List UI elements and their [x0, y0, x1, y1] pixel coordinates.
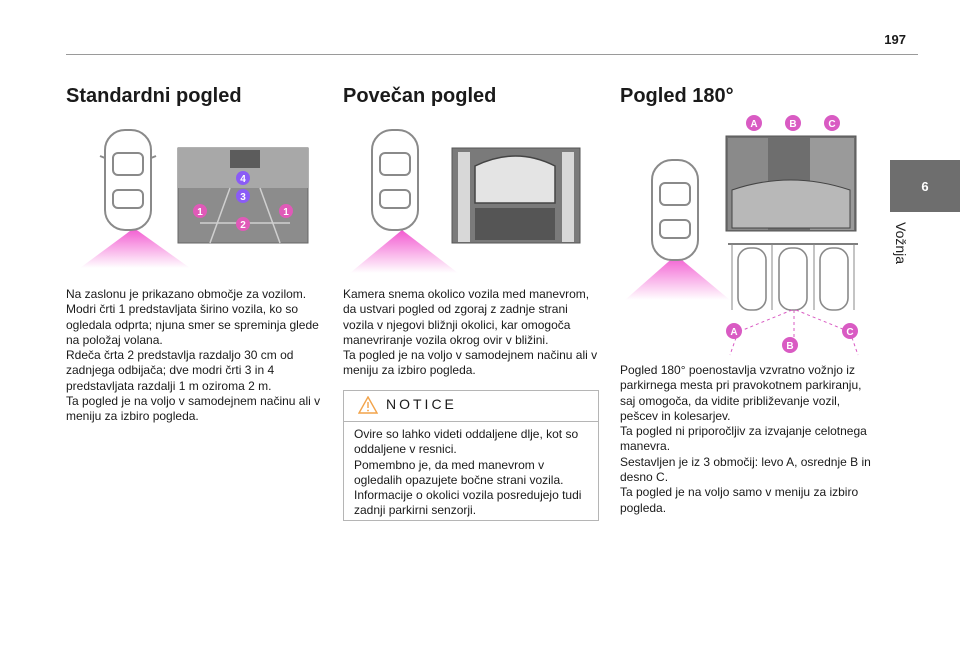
zone-marker-b-top: B [785, 115, 801, 131]
svg-text:2: 2 [240, 220, 246, 231]
parked-car-right-icon [819, 247, 849, 311]
chapter-title: Vožnja [893, 222, 909, 265]
standard-view-illustration: 4 3 1 1 2 [80, 129, 309, 268]
car-top-view-icon [651, 159, 699, 261]
width-marker-right: 1 [279, 204, 293, 218]
distance-marker-4: 4 [236, 171, 250, 185]
width-marker-left: 1 [193, 204, 207, 218]
svg-text:B: B [786, 341, 793, 352]
view180-text: Pogled 180° poenostavlja vzvratno vožnjo… [620, 363, 871, 515]
car-top-view-icon [99, 129, 157, 231]
svg-text:1: 1 [283, 207, 289, 218]
car-top-view-icon [371, 129, 419, 231]
notice-title: NOTICE [386, 396, 457, 412]
notice-box: NOTICE Ovire so lahko videti oddaljene d… [343, 390, 599, 521]
distance-marker-3: 3 [236, 189, 250, 203]
chapter-tab[interactable]: 6 [890, 160, 960, 212]
svg-text:C: C [846, 327, 853, 338]
svg-text:A: A [730, 327, 737, 338]
zone-marker-a-top: A [746, 115, 762, 131]
svg-text:3: 3 [240, 192, 246, 203]
parked-car-left-icon [737, 247, 767, 311]
standard-view-text: Na zaslonu je prikazano območje za vozil… [66, 287, 321, 424]
standard-view-title: Standardni pogled [66, 85, 242, 107]
parked-car-center-icon [778, 247, 808, 311]
svg-text:A: A [750, 119, 757, 130]
svg-text:4: 4 [240, 174, 246, 185]
notice-header: NOTICE [344, 391, 598, 422]
warning-triangle-icon [358, 396, 378, 414]
zone-marker-b-bottom: B [782, 337, 798, 353]
header-rule [66, 54, 918, 55]
zoom-view-illustration [350, 129, 581, 273]
svg-text:1: 1 [197, 207, 203, 218]
zone-marker-c-bottom: C [842, 323, 858, 339]
view180-title: Pogled 180° [620, 85, 734, 107]
distance-marker-2: 2 [236, 217, 250, 231]
notice-body: Ovire so lahko videti oddaljene dlje, ko… [354, 427, 582, 518]
view180-illustration: A B C A B C [625, 115, 859, 356]
zoom-view-text: Kamera snema okolico vozila med manevrom… [343, 287, 598, 378]
svg-text:B: B [789, 119, 796, 130]
page-number: 197 [884, 32, 906, 47]
svg-text:C: C [828, 119, 835, 130]
zone-marker-c-top: C [824, 115, 840, 131]
zone-marker-a-bottom: A [726, 323, 742, 339]
zoom-view-title: Povečan pogled [343, 85, 497, 107]
